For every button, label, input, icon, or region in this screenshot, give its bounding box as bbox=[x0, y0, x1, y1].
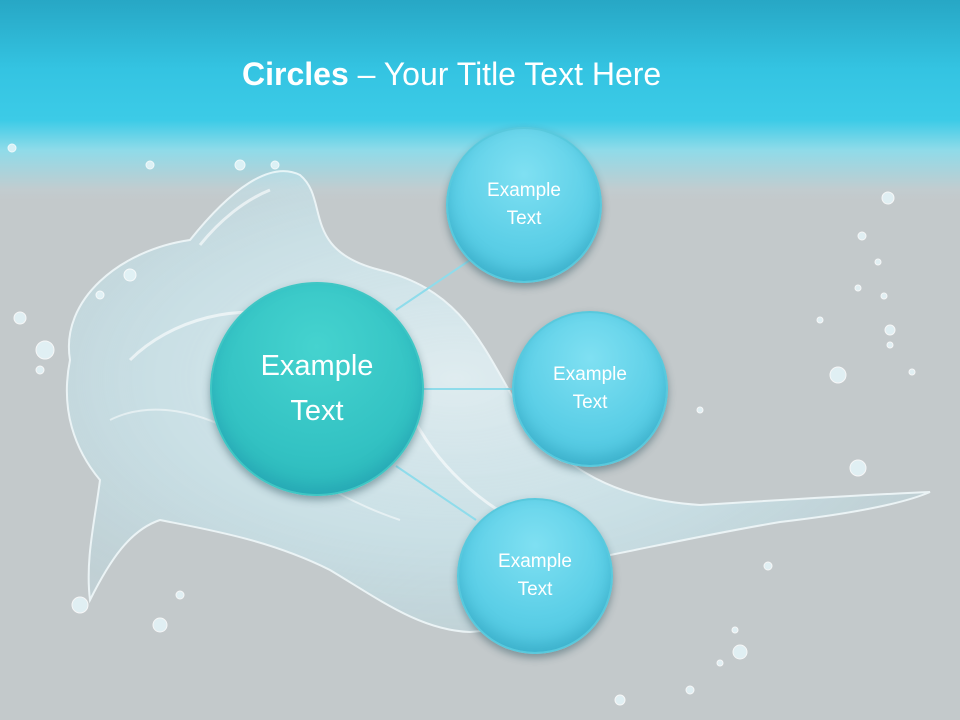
satellite-circle-2-text: Example Text bbox=[553, 361, 627, 416]
satellite-circle-3[interactable]: Example Text bbox=[457, 498, 613, 654]
center-circle-line2: Text bbox=[290, 395, 344, 427]
satellite-circle-3-line2: Text bbox=[517, 579, 553, 600]
satellite-circle-1-line2: Text bbox=[506, 208, 542, 229]
connector-3 bbox=[395, 465, 477, 521]
slide-title: Circles – Your Title Text Here bbox=[242, 56, 842, 98]
satellite-circle-2-line1: Example bbox=[553, 364, 627, 386]
satellite-circle-3-line1: Example bbox=[498, 551, 572, 573]
satellite-circle-2[interactable]: Example Text bbox=[512, 311, 668, 467]
satellite-circle-1-text: Example Text bbox=[487, 177, 561, 232]
center-circle-text: Example Text bbox=[261, 344, 374, 434]
satellite-circle-1-line1: Example bbox=[487, 180, 561, 202]
center-circle[interactable]: Example Text bbox=[210, 282, 424, 496]
satellite-circle-1[interactable]: Example Text bbox=[446, 127, 602, 283]
center-circle-line1: Example bbox=[260, 350, 374, 383]
title-rest: – Your Title Text Here bbox=[348, 56, 662, 92]
title-bold: Circles bbox=[242, 56, 349, 92]
connector-1 bbox=[395, 255, 477, 311]
satellite-circle-3-text: Example Text bbox=[498, 548, 572, 603]
satellite-circle-2-line2: Text bbox=[572, 392, 608, 413]
